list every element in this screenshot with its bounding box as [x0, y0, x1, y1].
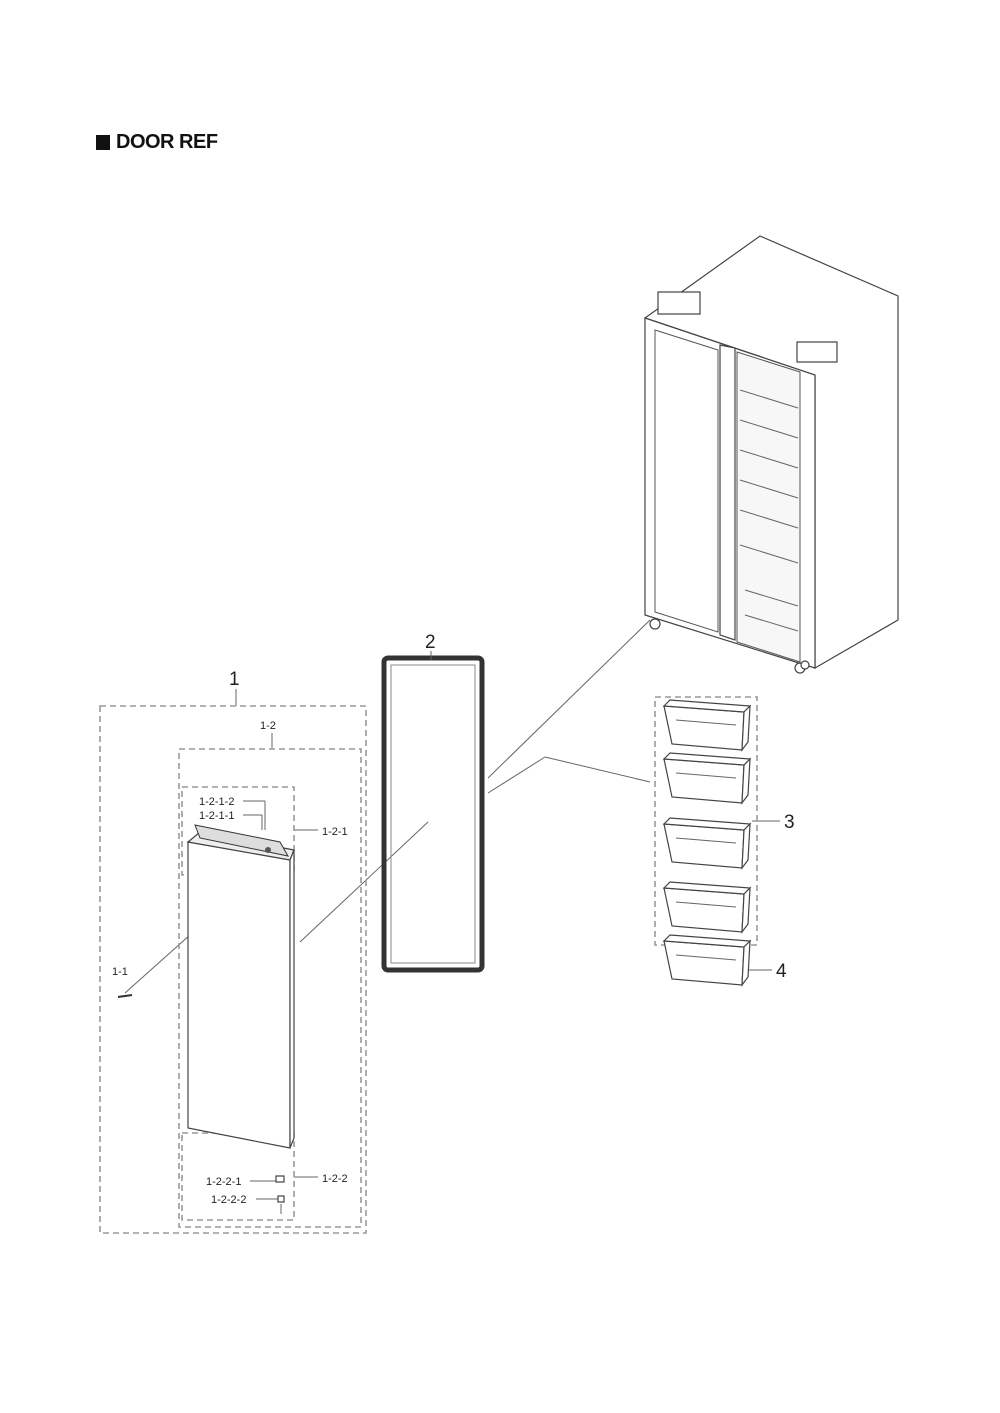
handle-cap-part [117, 994, 133, 998]
title-square-icon [96, 135, 110, 150]
label-bottom-part-a: 1-2-2-1 [206, 1176, 241, 1188]
label-bottom-hinge-group: 1-2-2 [322, 1173, 348, 1185]
label-handle-cap: 1-1 [112, 966, 128, 978]
group-box-1 [99, 705, 367, 1234]
page-title-text: DOOR REF [116, 131, 218, 153]
group-box-1-2 [178, 748, 362, 1228]
label-gasket: 2 [425, 632, 436, 653]
door-guard-set [662, 699, 752, 934]
label-top-part-b: 1-2-1-2 [199, 796, 234, 808]
page-title: DOOR REF [96, 131, 218, 154]
label-door-assy: 1 [229, 669, 240, 690]
door-gasket [381, 651, 485, 973]
label-top-hinge-group: 1-2-1 [322, 826, 348, 838]
label-guard-set: 3 [784, 812, 795, 833]
door-guard-single [662, 934, 752, 987]
label-door-sub: 1-2 [260, 720, 276, 732]
refrigerator-cabinet [643, 235, 899, 674]
label-bottom-part-b: 1-2-2-2 [211, 1194, 246, 1206]
door-panel [186, 824, 295, 1214]
label-guard-single: 4 [776, 961, 787, 982]
label-top-part-a: 1-2-1-1 [199, 810, 234, 822]
